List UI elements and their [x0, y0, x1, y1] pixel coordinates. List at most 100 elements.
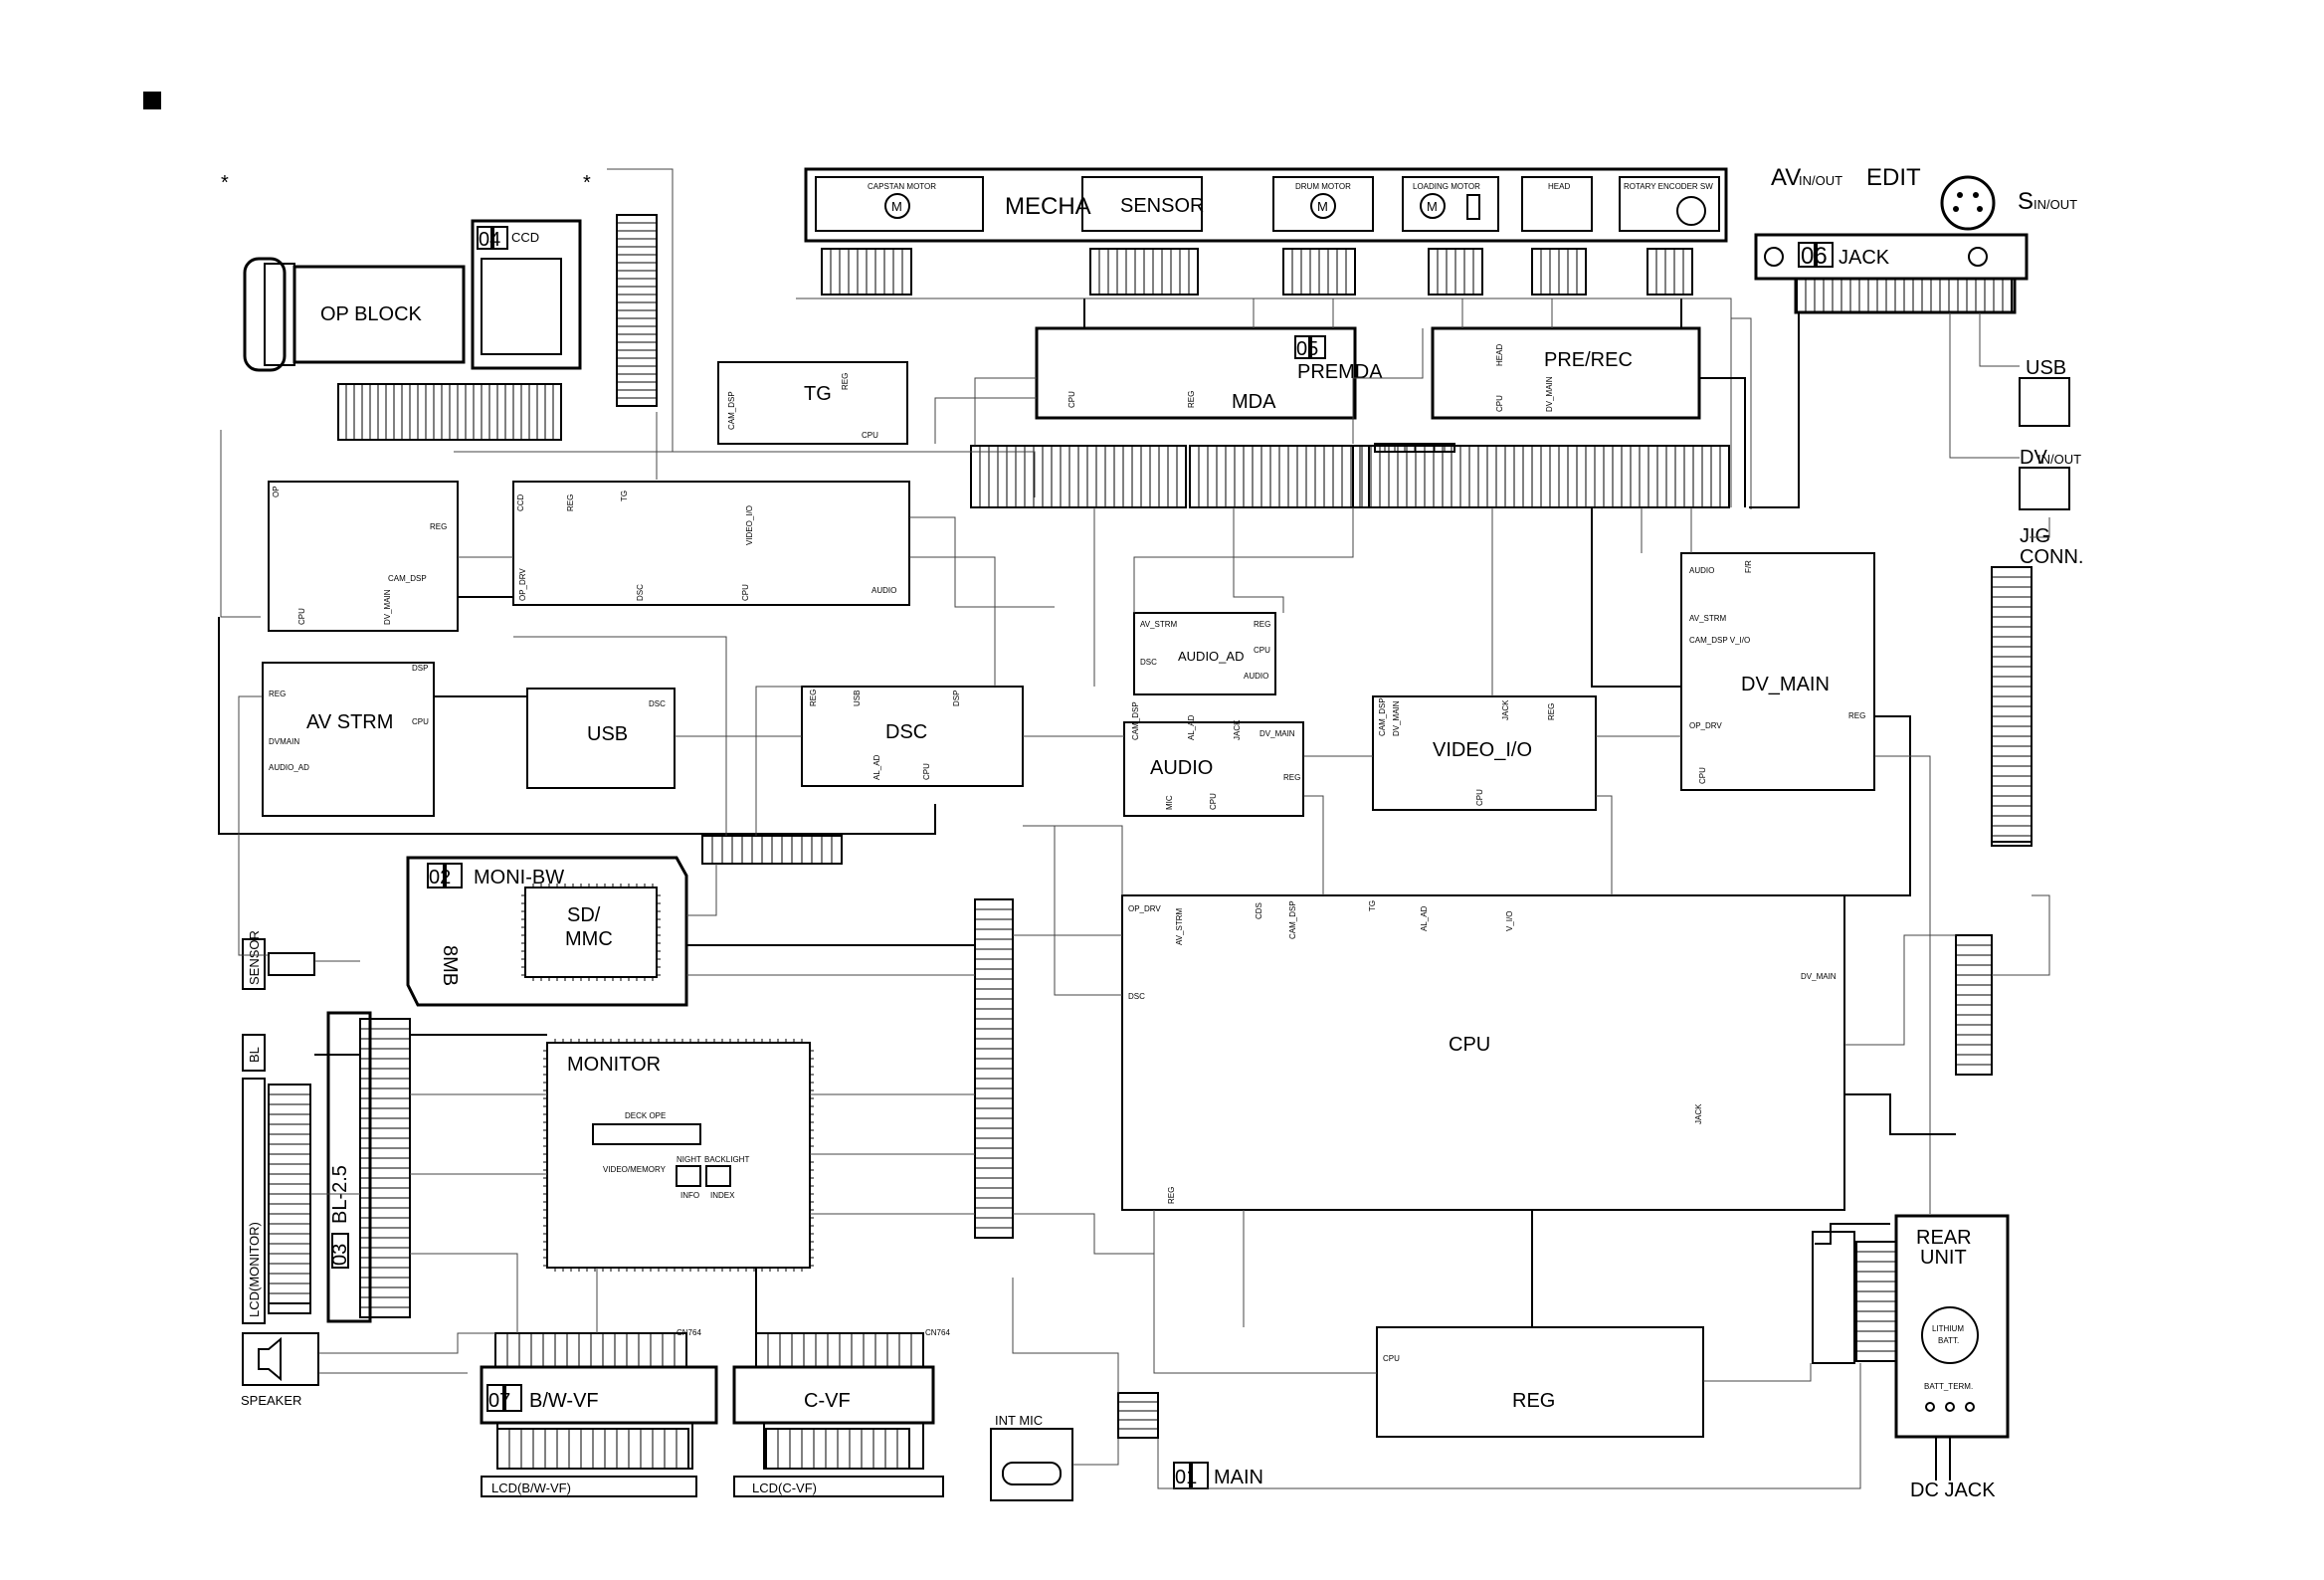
- signal-trace: [755, 686, 802, 836]
- cpu-block-label: CPU: [1449, 1034, 1490, 1056]
- signal-trace: [1815, 1223, 1890, 1245]
- op-block-label: OP BLOCK: [320, 303, 423, 325]
- capstan-motor-m: M: [891, 199, 902, 214]
- cpu-cds-pin: CDS: [1255, 902, 1263, 919]
- premda-reg-pin: REG: [1187, 391, 1196, 408]
- c-vf-board: C-VF LCD(C-VF) CN764 CN764: [677, 1328, 950, 1497]
- head-label: HEAD: [1548, 182, 1570, 191]
- premda-board: 05 PREMDA MDA CPU REG PRE/REC HEAD CPU D…: [1035, 326, 1701, 420]
- dc-jack-label: DC JACK: [1910, 1480, 1996, 1501]
- signal-trace: [1023, 825, 1123, 895]
- lithium-label: LITHIUM: [1932, 1324, 1964, 1333]
- moni-bw-label: MONI-BW: [474, 867, 564, 889]
- s-sub-label: IN/OUT: [2034, 197, 2077, 212]
- signal-trace: [1133, 507, 1354, 613]
- avstrm-audioad-pin: AUDIO_AD: [269, 763, 309, 772]
- signal-trace: [1157, 1363, 1861, 1489]
- usb-block-label: USB: [587, 723, 628, 745]
- tg-label: TG: [804, 383, 832, 405]
- asterisk-1: *: [221, 172, 229, 194]
- loading-motor-label: LOADING MOTOR: [1413, 182, 1480, 191]
- cpu-vio-pin: V_I/O: [1505, 911, 1514, 931]
- left-sensor-label: SENSOR: [247, 930, 262, 985]
- camdsp-reg-pin: REG: [430, 522, 447, 531]
- loading-motor-m: M: [1427, 199, 1438, 214]
- mda-label: MDA: [1232, 391, 1276, 413]
- tg-reg-pin: REG: [841, 373, 850, 390]
- cn764-label-1: CN764: [677, 1328, 701, 1337]
- signal-trace: [1153, 1210, 1377, 1374]
- moni-bw-num: 02: [429, 867, 451, 889]
- dsp-videoio-pin: VIDEO_I/O: [745, 505, 754, 545]
- signal-trace: [410, 1253, 518, 1333]
- rear-unit: REAR UNIT LITHIUM BATT. BATT_TERM. DC JA…: [1812, 1214, 2010, 1501]
- mic-connector: [1117, 1392, 1159, 1439]
- signal-trace: [1992, 894, 2050, 976]
- signal-trace: [1949, 312, 2020, 459]
- asterisk-2: *: [583, 172, 591, 194]
- lcd-monitor-num: 03: [329, 1244, 351, 1266]
- signal-trace: [1731, 317, 1752, 509]
- audioad-dsc-pin: DSC: [1140, 658, 1157, 667]
- signal-trace: [513, 636, 727, 836]
- dvmain-audio-pin: AUDIO: [1689, 566, 1714, 575]
- audio-mic-pin: MIC: [1165, 795, 1174, 810]
- int-mic-icon: [1002, 1462, 1062, 1485]
- videoio-camdsp-pin: CAM_DSP: [1378, 697, 1387, 736]
- s-label: S: [2018, 188, 2034, 215]
- cpu-camdsp-pin: CAM_DSP: [1288, 900, 1297, 939]
- cpu-avstrm-pin: AV_STRM: [1175, 907, 1184, 945]
- signal-trace: [1596, 795, 1613, 895]
- signal-trace: [796, 297, 1732, 507]
- dvmain-opdrv-pin: OP_DRV: [1689, 721, 1722, 730]
- dsp-opdrv-pin: OP_DRV: [518, 568, 527, 601]
- dsc-block-label: DSC: [885, 721, 927, 743]
- loading-motor-icon: [1420, 193, 1446, 219]
- int-mic: INT MIC: [990, 1413, 1073, 1501]
- jig-label: JIG: [2020, 525, 2050, 547]
- capstan-motor-label: CAPSTAN MOTOR: [868, 182, 936, 191]
- rear-label: REAR: [1916, 1227, 1972, 1249]
- drum-motor-icon: [1310, 193, 1336, 219]
- int-mic-label: INT MIC: [995, 1413, 1043, 1428]
- moni-bw-board: 02 MONI-BW SD/ MMC 8MB: [406, 856, 688, 1007]
- dsc-alad-pin: AL_AD: [872, 754, 881, 780]
- video-memory-label: VIDEO/MEMORY: [603, 1165, 667, 1174]
- usb-right-label: USB: [2026, 357, 2066, 379]
- monitor-label: MONITOR: [567, 1054, 661, 1076]
- dvmain-cpu-pin: CPU: [1698, 767, 1707, 784]
- signal-trace: [1303, 795, 1324, 895]
- signal-trace: [1699, 377, 1746, 507]
- jack-sensor-icon: [1764, 247, 1784, 267]
- main-blocks: TG CAM_DSP REG CPU OP REG CAM_DSP CPU DV…: [262, 361, 1875, 1438]
- drum-motor-m: M: [1317, 199, 1328, 214]
- signal-trace: [1844, 1093, 1956, 1135]
- jack-board: AV IN/OUT EDIT S IN/OUT 06 JACK USB DV I…: [1754, 164, 2083, 843]
- index-label: INDEX: [710, 1191, 735, 1200]
- speaker-label: SPEAKER: [241, 1393, 301, 1408]
- jig-conn-label: CONN.: [2020, 546, 2083, 568]
- signal-trace: [1979, 312, 2020, 367]
- signal-trace: [220, 430, 261, 618]
- audioad-reg-pin: REG: [1254, 620, 1270, 629]
- dsc-cpu-pin: CPU: [922, 763, 931, 780]
- dv-main-label: DV_MAIN: [1741, 674, 1830, 695]
- tg-camdsp-pin: CAM_DSP: [727, 391, 736, 430]
- night-label: NIGHT: [677, 1155, 701, 1164]
- ccd-label: CCD: [511, 230, 539, 245]
- connector-pins: [268, 214, 2033, 1470]
- jack-label: JACK: [1839, 247, 1890, 269]
- batt-term-label: BATT_TERM.: [1924, 1382, 1973, 1391]
- av-strm-label: AV STRM: [306, 711, 393, 733]
- cpu-tg-pin: TG: [1368, 900, 1377, 911]
- signal-trace: [2030, 517, 2050, 538]
- edit-label: EDIT: [1866, 164, 1921, 191]
- dsp-ccd-pin: CCD: [516, 494, 525, 511]
- signal-trace: [218, 617, 936, 835]
- avstrm-dvmain-pin: DVMAIN: [269, 737, 299, 746]
- avstrm-dsp-pin: DSP: [412, 664, 428, 673]
- signal-trace: [909, 556, 996, 687]
- dvmain-reg-pin: REG: [1848, 711, 1865, 720]
- dsc-usb-pin: USB: [853, 691, 862, 706]
